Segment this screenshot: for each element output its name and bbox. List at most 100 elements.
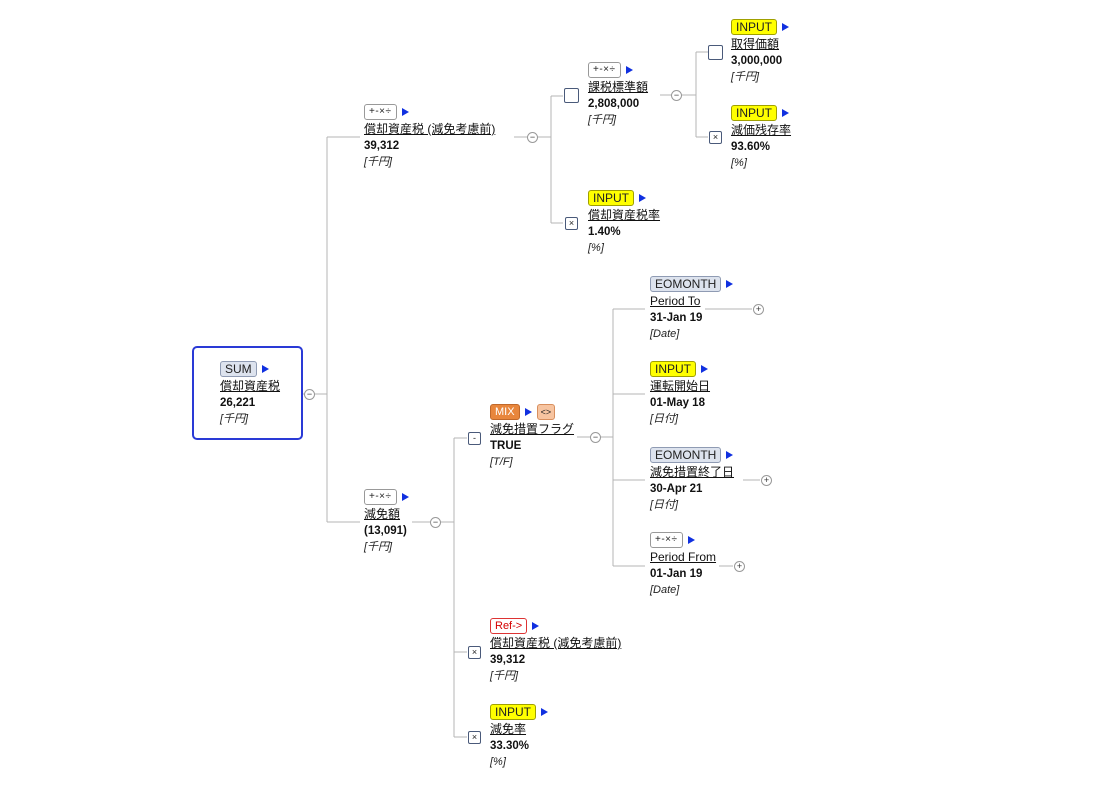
expand-arrow-icon[interactable] (726, 279, 734, 288)
node-tax-base[interactable]: +-×÷ 課税標準額 2,808,000 [千円] (588, 61, 648, 128)
node-unit: [日付] (650, 499, 679, 511)
node-name[interactable]: 償却資産税 (減免考慮前) (364, 122, 496, 136)
node-unit: [千円] (490, 670, 519, 682)
node-reduction-flag[interactable]: MIX <> 減免措置フラグ TRUE [T/F] (490, 403, 574, 470)
node-unit: [千円] (220, 413, 249, 425)
node-reduction-rate[interactable]: INPUT 減免率 33.30% [%] (490, 703, 548, 770)
node-value: TRUE (490, 440, 522, 452)
node-unit: [日付] (650, 413, 679, 425)
input-badge[interactable]: INPUT (588, 189, 634, 206)
node-unit: [%] (731, 157, 747, 169)
multiply-operator-icon: × (468, 731, 481, 744)
expand-toggle-icon[interactable]: + (753, 304, 764, 315)
input-badge[interactable]: INPUT (731, 18, 777, 35)
node-value: (13,091) (364, 525, 407, 537)
expand-arrow-icon[interactable] (625, 65, 633, 74)
node-name[interactable]: 取得価額 (731, 37, 780, 51)
node-value: 01-Jan 19 (650, 568, 703, 580)
expand-arrow-icon[interactable] (261, 364, 269, 373)
multiply-operator-icon: × (565, 217, 578, 230)
expand-toggle-icon[interactable]: + (734, 561, 745, 572)
minus-operator-icon: - (468, 432, 481, 445)
expand-arrow-icon[interactable] (541, 707, 548, 716)
collapse-toggle-icon[interactable]: − (304, 389, 315, 400)
node-value: 93.60% (731, 141, 771, 153)
eomonth-badge[interactable]: EOMONTH (650, 446, 722, 463)
sum-badge[interactable]: SUM (220, 360, 257, 377)
collapse-toggle-icon[interactable]: − (671, 90, 682, 101)
expand-arrow-icon[interactable] (701, 364, 708, 373)
node-name[interactable]: 課税標準額 (588, 80, 649, 94)
node-name[interactable]: 償却資産税 (220, 379, 281, 393)
node-value: 39,312 (490, 654, 526, 666)
node-period-to[interactable]: EOMONTH Period To 31-Jan 19 [Date] (650, 275, 734, 342)
node-name[interactable]: 減免額 (364, 507, 401, 521)
node-root[interactable]: SUM 償却資産税 26,221 [千円] (220, 360, 280, 427)
node-reduction-amount[interactable]: +-×÷ 減免額 (13,091) [千円] (364, 488, 409, 555)
expand-arrow-icon[interactable] (782, 22, 789, 31)
node-value: 30-Apr 21 (650, 483, 703, 495)
input-badge[interactable]: INPUT (731, 104, 777, 121)
collapse-toggle-icon[interactable]: − (527, 132, 538, 143)
expand-arrow-icon[interactable] (401, 107, 409, 116)
node-depreciable-asset-tax[interactable]: +-×÷ 償却資産税 (減免考慮前) 39,312 [千円] (364, 103, 495, 170)
node-name[interactable]: Period To (650, 294, 701, 308)
expand-arrow-icon[interactable] (401, 492, 409, 501)
node-unit: [%] (490, 756, 506, 768)
operator-box (564, 88, 579, 103)
node-operation-start-date[interactable]: INPUT 運転開始日 01-May 18 [日付] (650, 360, 710, 427)
node-reference-asset-tax[interactable]: Ref-> 償却資産税 (減免考慮前) 39,312 [千円] (490, 617, 621, 684)
node-value: 01-May 18 (650, 397, 705, 409)
node-value: 1.40% (588, 226, 621, 238)
node-value: 39,312 (364, 140, 400, 152)
operator-box (708, 45, 723, 60)
node-unit: [%] (588, 242, 604, 254)
node-name[interactable]: 減免措置終了日 (650, 465, 735, 479)
expand-toggle-icon[interactable]: + (761, 475, 772, 486)
compare-badge[interactable]: <> (536, 403, 556, 420)
node-name[interactable]: 減免率 (490, 722, 527, 736)
multiply-operator-icon: × (468, 646, 481, 659)
node-residual-rate[interactable]: INPUT 減価残存率 93.60% [%] (731, 104, 791, 171)
mix-badge[interactable]: MIX (490, 403, 520, 420)
input-badge[interactable]: INPUT (490, 703, 536, 720)
node-acquisition-cost[interactable]: INPUT 取得価額 3,000,000 [千円] (731, 18, 789, 85)
node-unit: [Date] (650, 584, 680, 596)
expand-arrow-icon[interactable] (532, 621, 540, 630)
arithmetic-badge[interactable]: +-×÷ (364, 488, 397, 505)
expand-arrow-icon[interactable] (639, 193, 646, 202)
node-unit: [Date] (650, 328, 680, 340)
node-name[interactable]: 減免措置フラグ (490, 422, 575, 436)
node-value: 26,221 (220, 397, 256, 409)
collapse-toggle-icon[interactable]: − (590, 432, 601, 443)
node-unit: [千円] (364, 541, 393, 553)
node-name[interactable]: Period From (650, 550, 717, 564)
expand-arrow-icon[interactable] (687, 535, 695, 544)
expand-arrow-icon[interactable] (782, 108, 789, 117)
node-value: 3,000,000 (731, 55, 783, 67)
node-unit: [千円] (588, 114, 617, 126)
node-name[interactable]: 償却資産税率 (588, 208, 661, 222)
node-value: 31-Jan 19 (650, 312, 703, 324)
node-period-from[interactable]: +-×÷ Period From 01-Jan 19 [Date] (650, 531, 716, 598)
arithmetic-badge[interactable]: +-×÷ (364, 103, 397, 120)
multiply-operator-icon: × (709, 131, 722, 144)
node-name[interactable]: 減価残存率 (731, 123, 792, 137)
node-reduction-end-date[interactable]: EOMONTH 減免措置終了日 30-Apr 21 [日付] (650, 446, 734, 513)
node-value: 2,808,000 (588, 98, 640, 110)
expand-arrow-icon[interactable] (524, 407, 532, 416)
collapse-toggle-icon[interactable]: − (430, 517, 441, 528)
node-value: 33.30% (490, 740, 530, 752)
eomonth-badge[interactable]: EOMONTH (650, 275, 722, 292)
expand-arrow-icon[interactable] (726, 450, 734, 459)
node-unit: [千円] (364, 156, 393, 168)
node-name[interactable]: 償却資産税 (減免考慮前) (490, 636, 622, 650)
arithmetic-badge[interactable]: +-×÷ (650, 531, 683, 548)
arithmetic-badge[interactable]: +-×÷ (588, 61, 621, 78)
node-unit: [千円] (731, 71, 760, 83)
node-name[interactable]: 運転開始日 (650, 379, 711, 393)
node-tax-rate[interactable]: INPUT 償却資産税率 1.40% [%] (588, 189, 660, 256)
reference-badge[interactable]: Ref-> (490, 617, 528, 634)
input-badge[interactable]: INPUT (650, 360, 696, 377)
